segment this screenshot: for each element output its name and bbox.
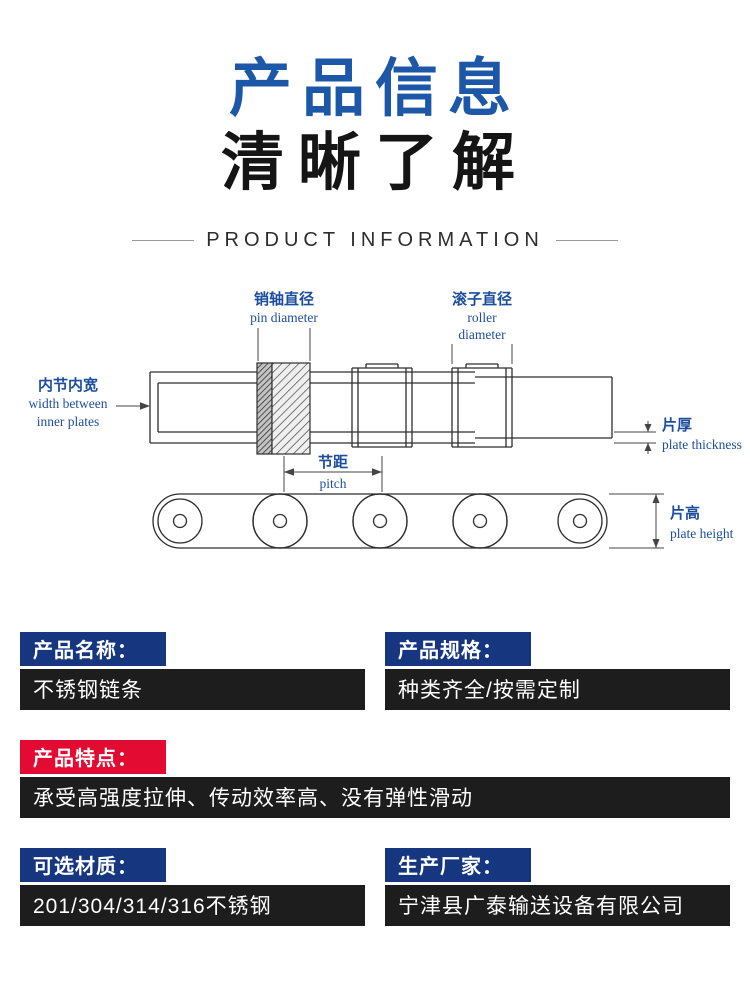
side-view-plates (149, 371, 613, 444)
plate-thickness-label-zh: 片厚 (662, 416, 692, 434)
card-manufacturer: 生产厂家： 宁津县广泰输送设备有限公司 (385, 847, 730, 926)
material-options-value: 201/304/314/316不锈钢 (20, 884, 365, 926)
product-spec-value: 种类齐全/按需定制 (385, 668, 730, 710)
pin-cross-section (256, 362, 311, 455)
plate-thickness-label-en: plate thickness (662, 437, 742, 452)
product-features-value: 承受高强度拉伸、传动效率高、没有弹性滑动 (20, 776, 730, 818)
roller-diameter-label-en1: roller (467, 310, 497, 325)
header: 产品信息 清晰了解 PRODUCT INFORMATION (0, 0, 750, 252)
roller-diameter-label-zh: 滚子直径 (452, 290, 512, 308)
pitch-label-en: pitch (320, 476, 347, 491)
pin-diameter-label-en: pin diameter (250, 310, 318, 325)
chain-technical-diagram: 销轴直径 pin diameter 滚子直径 roller diameter 内… (0, 280, 750, 590)
roller-diameter-label-en2: diameter (458, 327, 506, 342)
product-name-badge: 产品名称： (20, 631, 166, 666)
pin-diameter-label-zh: 销轴直径 (254, 290, 314, 308)
product-attributes: 产品名称： 不锈钢链条 产品规格： 种类齐全/按需定制 产品特点： 承受高强度拉… (0, 631, 750, 926)
plate-height-label-zh: 片高 (670, 504, 700, 522)
card-product-name: 产品名称： 不锈钢链条 (20, 631, 365, 710)
subtitle-row: PRODUCT INFORMATION (0, 229, 750, 252)
inner-width-label-zh: 内节内宽 (38, 376, 98, 394)
material-options-badge: 可选材质： (20, 847, 166, 882)
inner-width-label-en1: width between (28, 396, 107, 411)
pitch-label-zh: 节距 (318, 453, 348, 471)
page-subtitle-zh: 清晰了解 (221, 128, 529, 199)
subtitle-left-rule (132, 239, 195, 241)
page-title: 产品信息 (229, 54, 521, 124)
chain-diagram-svg: 销轴直径 pin diameter 滚子直径 roller diameter 内… (28, 290, 742, 549)
inner-width-label-en2: inner plates (37, 414, 100, 429)
manufacturer-value: 宁津县广泰输送设备有限公司 (385, 884, 730, 926)
dimension-arrows (140, 401, 660, 548)
plan-view-links (152, 493, 608, 549)
product-features-badge: 产品特点： (20, 739, 166, 774)
card-product-spec: 产品规格： 种类齐全/按需定制 (385, 631, 730, 710)
plate-height-label-en: plate height (670, 526, 734, 541)
card-material-options: 可选材质： 201/304/314/316不锈钢 (20, 847, 365, 926)
roller-left (351, 363, 413, 448)
roller-right (451, 363, 513, 448)
card-product-features: 产品特点： 承受高强度拉伸、传动效率高、没有弹性滑动 (20, 739, 730, 818)
product-name-value: 不锈钢链条 (20, 668, 365, 710)
manufacturer-badge: 生产厂家： (385, 847, 531, 882)
product-spec-badge: 产品规格： (385, 631, 531, 666)
subtitle-en: PRODUCT INFORMATION (206, 228, 544, 251)
subtitle-right-rule (555, 239, 618, 241)
